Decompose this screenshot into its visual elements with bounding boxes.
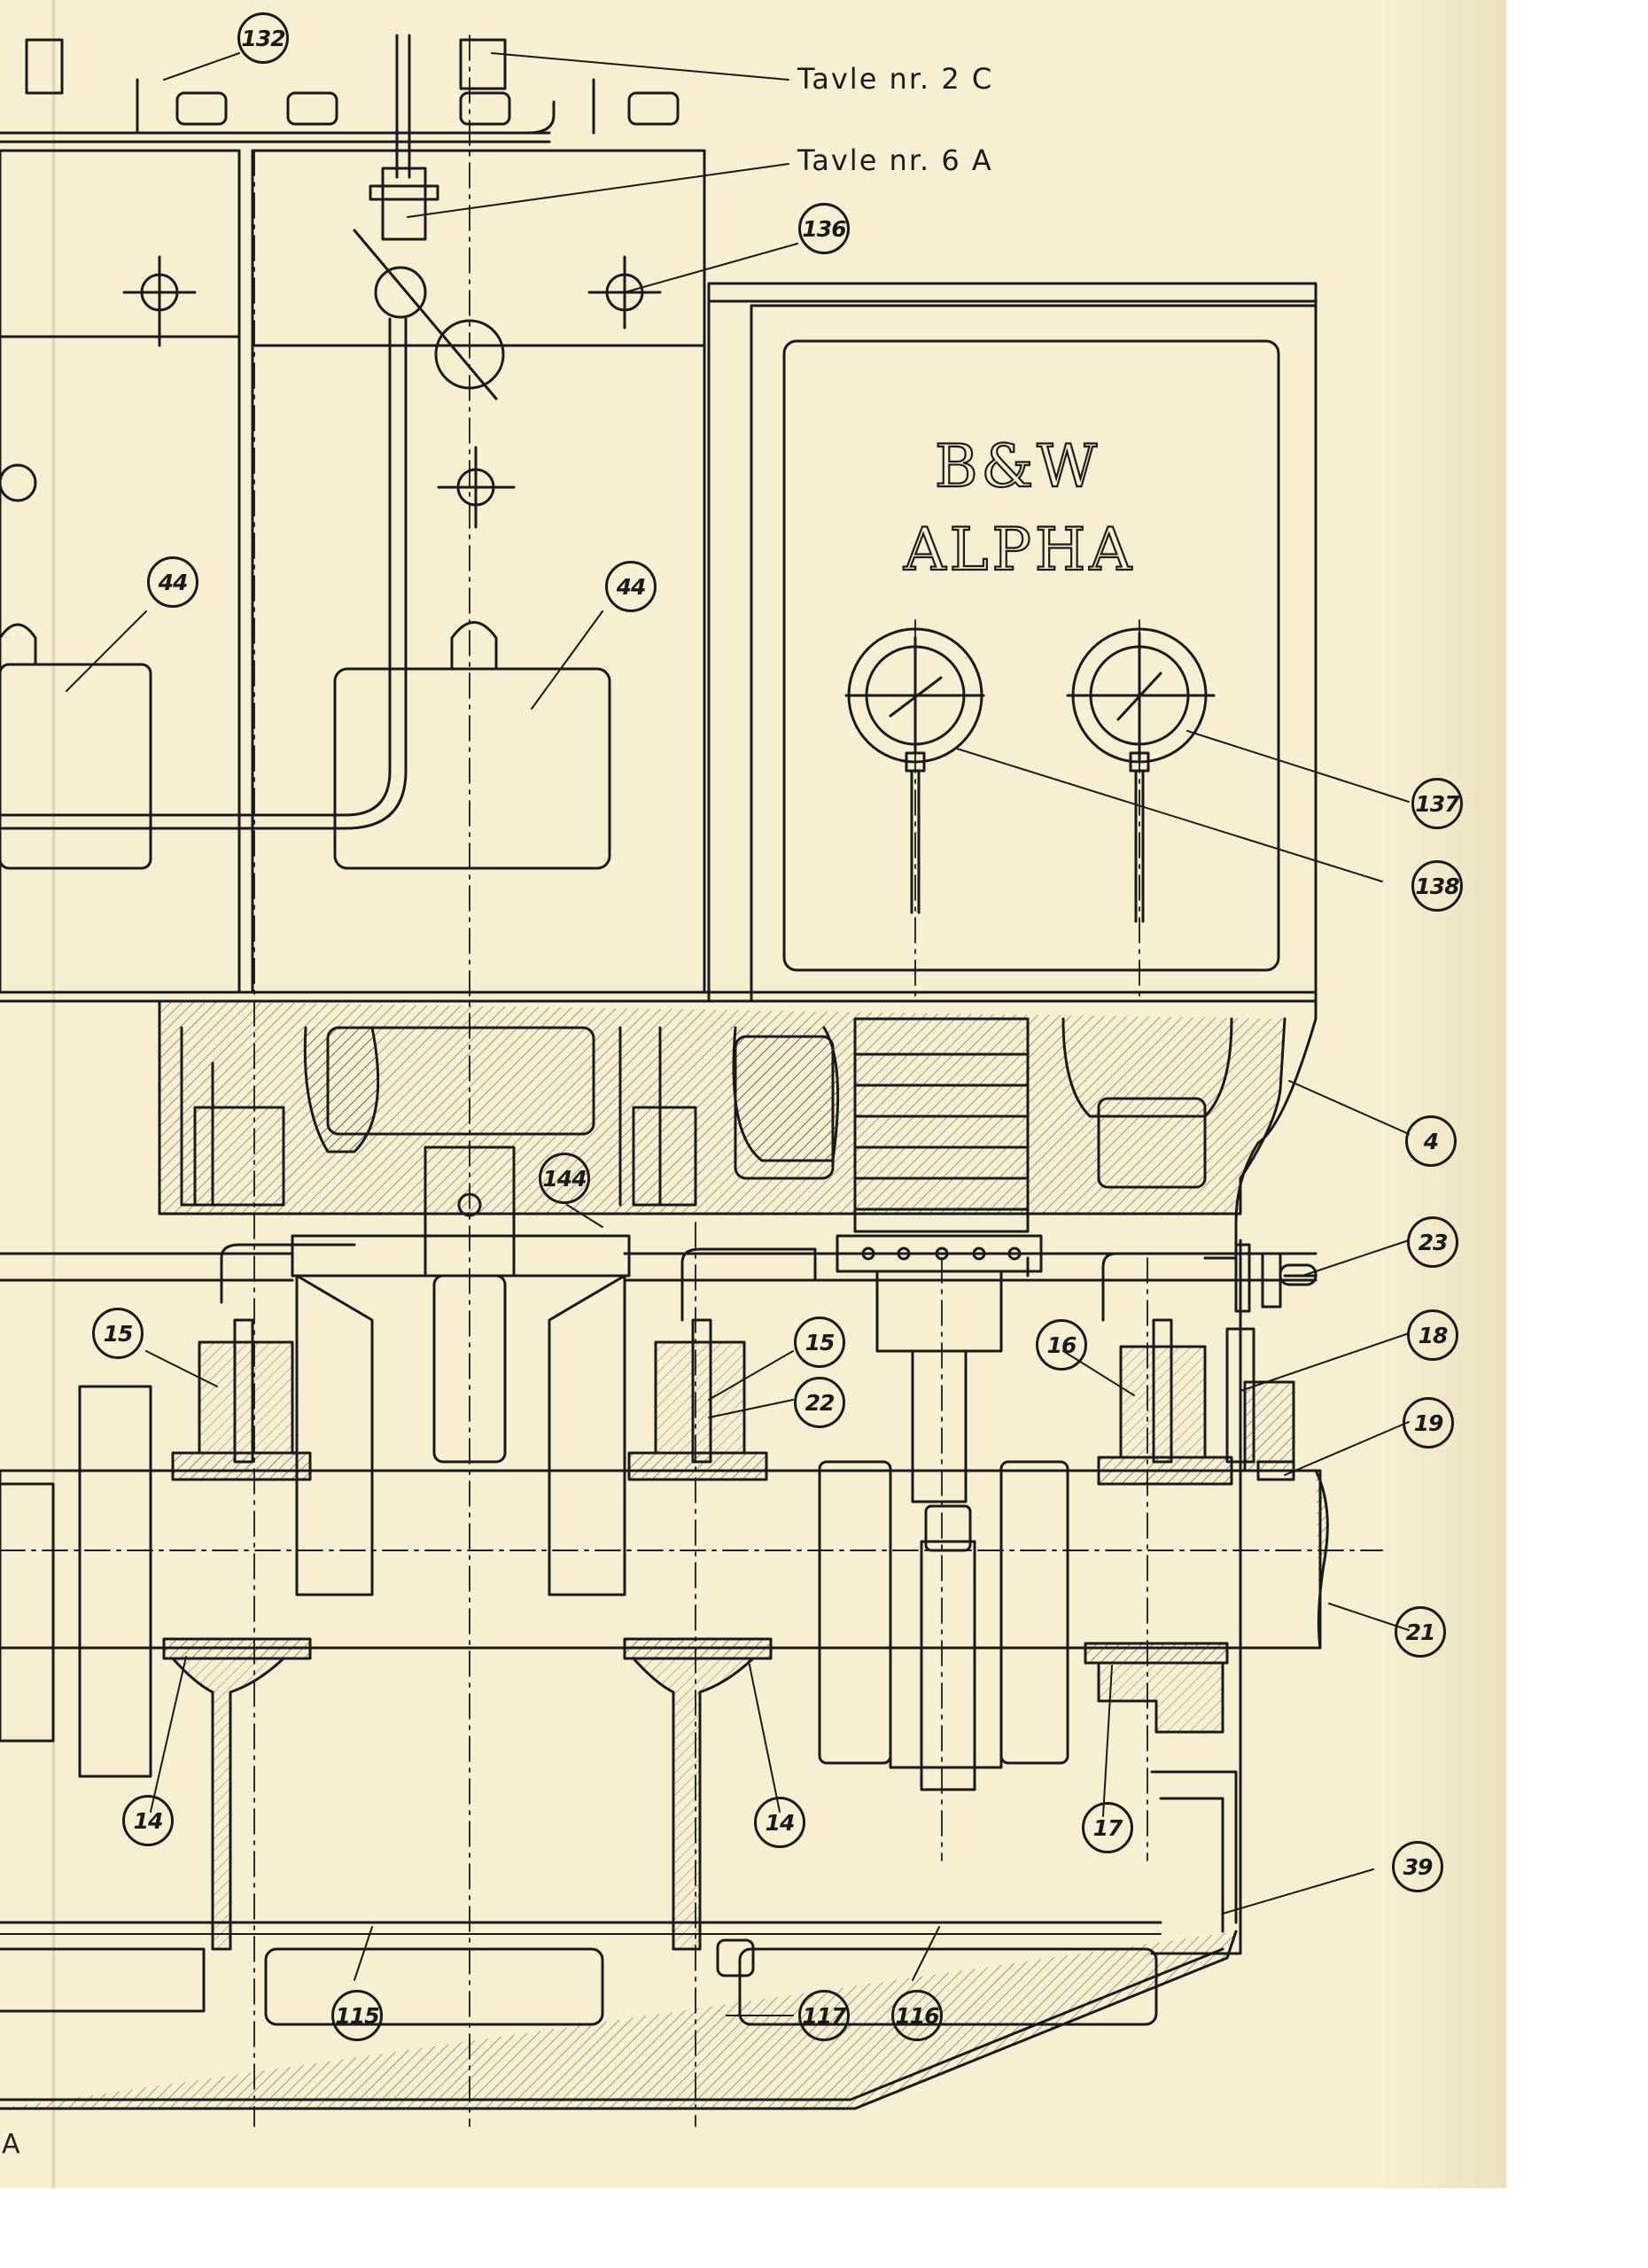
right-side-fittings [1225,1243,1318,1481]
reference-plate-2c: Tavle nr. 2 C [797,62,994,96]
sheet-fold [51,0,56,2188]
callout-115: 115 [331,1990,383,2041]
cylinder-block-left [0,149,241,994]
callout-132: 132 [237,12,289,64]
callout-136: 136 [798,203,850,254]
callout-15-left: 15 [92,1308,144,1359]
callout-22: 22 [794,1377,845,1428]
callout-16: 16 [1036,1319,1087,1371]
sheet-edge-shade [1382,0,1506,2188]
bedplate [0,1770,1238,2110]
callout-44-left: 44 [147,556,198,608]
top-manifold [0,38,680,144]
crankshaft [0,1385,1383,1791]
callout-137: 137 [1411,778,1463,829]
gauge-box [707,282,1318,1003]
sheet-corner-letter: A [2,2129,20,2160]
brand-logo-alpha: ALPHA [903,515,1136,585]
callout-18: 18 [1407,1309,1458,1361]
callout-14-centre: 14 [754,1797,805,1848]
reference-plate-6a: Tavle nr. 6 A [797,144,993,177]
frame-standards [162,1637,1229,1951]
centre-lines [253,35,1148,2127]
callout-19: 19 [1403,1397,1454,1449]
callout-17: 17 [1082,1802,1133,1853]
callout-117: 117 [798,1990,850,2041]
callout-14-left: 14 [122,1795,174,1846]
crankcase-frame [0,990,1318,1260]
callout-23: 23 [1407,1216,1458,1268]
callout-4: 4 [1405,1115,1457,1167]
leader-lines [66,52,1410,2016]
callout-44-centre: 44 [605,561,657,612]
callout-39: 39 [1392,1841,1443,1892]
crank-chamber [0,1146,1318,1955]
brand-logo-bw: B&W [934,431,1101,501]
callout-21: 21 [1395,1606,1446,1658]
callout-15-centre: 15 [794,1317,845,1368]
pressure-gauge-right [1066,627,1216,923]
callout-144: 144 [539,1153,590,1204]
cylinder-block-centre [251,149,706,994]
vertical-pipe [0,34,505,830]
callout-116: 116 [891,1990,943,2041]
callout-138: 138 [1411,860,1463,912]
